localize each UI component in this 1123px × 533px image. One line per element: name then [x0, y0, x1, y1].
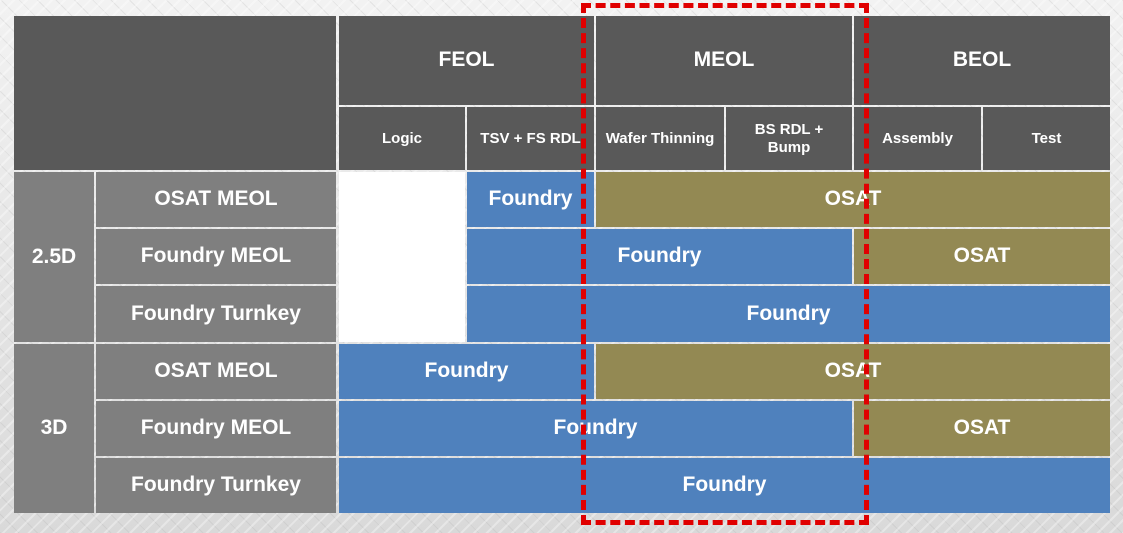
header-stage-beol: BEOL — [854, 16, 1110, 105]
header-stage-meol: MEOL — [596, 16, 852, 105]
header-corner — [14, 16, 336, 170]
row1-foundry-bar: Foundry — [467, 172, 594, 227]
row-label-2-5d-foundry-turnkey: Foundry Turnkey — [96, 286, 336, 342]
group-label-2-5d: 2.5D — [14, 172, 94, 342]
header-substep-logic: Logic — [339, 107, 465, 170]
row-label-3d-foundry-turnkey: Foundry Turnkey — [96, 458, 336, 513]
row-label-2-5d-osat-meol: OSAT MEOL — [96, 172, 336, 227]
row3-foundry-bar: Foundry — [467, 286, 1110, 342]
group-label-3d: 3D — [14, 344, 94, 513]
row5-osat-bar: OSAT — [854, 401, 1110, 456]
row-label-3d-osat-meol: OSAT MEOL — [96, 344, 336, 399]
empty-logic-cell-2-5d — [339, 172, 465, 342]
header-stage-feol: FEOL — [339, 16, 594, 105]
row-label-3d-foundry-meol: Foundry MEOL — [96, 401, 336, 456]
header-substep-tsv-fs-rdl: TSV + FS RDL — [467, 107, 594, 170]
row6-foundry-bar: Foundry — [339, 458, 1110, 513]
row-label-2-5d-foundry-meol: Foundry MEOL — [96, 229, 336, 284]
row4-osat-bar: OSAT — [596, 344, 1110, 399]
row4-foundry-bar: Foundry — [339, 344, 594, 399]
header-substep-bs-rdl-bump: BS RDL + Bump — [726, 107, 852, 170]
header-substep-assembly: Assembly — [854, 107, 981, 170]
row5-foundry-bar: Foundry — [339, 401, 852, 456]
header-substep-test: Test — [983, 107, 1110, 170]
header-substep-wafer-thinning: Wafer Thinning — [596, 107, 724, 170]
row1-osat-bar: OSAT — [596, 172, 1110, 227]
row2-osat-bar: OSAT — [854, 229, 1110, 284]
row2-foundry-bar: Foundry — [467, 229, 852, 284]
